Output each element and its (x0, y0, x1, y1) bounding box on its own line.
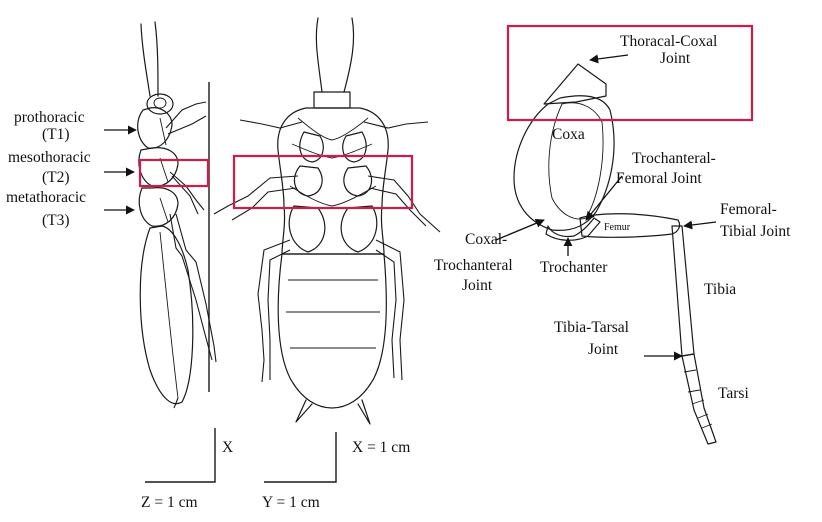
leg-detail: Femur Thoracal-Coxal Joint Coxa Trochant… (434, 24, 791, 445)
coxal-trochanteral-joint-label-3: Joint (462, 277, 493, 294)
lateral-leg (169, 213, 213, 361)
ventral-leg (369, 187, 427, 227)
lateral-segment-line (159, 117, 169, 223)
thoracal-coxal-arrow (589, 54, 629, 64)
ventral-antenna (343, 17, 355, 93)
ventral-leg (257, 239, 291, 383)
middle-legs-highlight-box (232, 154, 414, 210)
ventral-coxa (299, 131, 324, 163)
ventral-leg (267, 249, 291, 380)
ventral-leg (231, 187, 297, 221)
tarsi-label: Tarsi (718, 385, 749, 402)
thoracal-coxal-joint-label-1: Thoracal-Coxal (620, 33, 717, 50)
tibia-shape (671, 225, 695, 357)
ventral-view: X = 1 cm Y = 1 cm (213, 17, 441, 511)
t3-name-label: metathoracic (6, 189, 86, 206)
t2-code-label: (T2) (42, 169, 70, 186)
ventral-leg (239, 119, 303, 129)
lateral-leg (167, 115, 207, 135)
t3-code-label: (T3) (42, 212, 70, 229)
z-scale-bar (145, 428, 216, 483)
lateral-antenna (140, 23, 151, 97)
t2-highlight-box (138, 158, 210, 188)
trochanteral-femoral-arrow (585, 175, 623, 221)
lateral-leg (175, 213, 217, 363)
tarsi-shape (681, 353, 717, 445)
tibia-label: Tibia (704, 281, 736, 298)
femur-shape (579, 213, 681, 238)
coxal-trochanteral-joint-label-2: Trochanteral (434, 257, 513, 274)
y-scale-label: Y = 1 cm (262, 494, 320, 511)
femoral-tibial-arrow (683, 220, 717, 230)
x-1cm-scale-label: X = 1 cm (352, 439, 410, 456)
ventral-coxa (343, 165, 373, 197)
lateral-eye (153, 97, 167, 109)
ventral-head (313, 91, 351, 109)
ventral-coxa (342, 131, 367, 163)
lateral-leg (169, 171, 205, 211)
ventral-coxa (340, 205, 378, 253)
t2-name-label: mesothoracic (8, 149, 91, 166)
trochanteral-femoral-joint-label-2: Femoral Joint (616, 170, 702, 187)
trochanteral-femoral-joint-label-1: Trochanteral- (632, 150, 716, 167)
ventral-spine (357, 399, 371, 425)
trochanter-label: Trochanter (540, 259, 608, 276)
lateral-elytra-line (159, 231, 179, 399)
lateral-antenna (154, 21, 159, 97)
t1-name-label: prothoracic (14, 109, 85, 126)
ventral-antenna (315, 17, 323, 93)
ventral-leg (367, 175, 441, 233)
lateral-metathorax (138, 187, 179, 227)
ventral-leg (375, 249, 397, 379)
lateral-leg (171, 175, 199, 215)
ventral-coxa (288, 205, 326, 253)
lateral-mesothorax (138, 147, 179, 187)
coxal-trochanteral-joint-label-1: Coxal- (465, 231, 507, 248)
ventral-leg (363, 121, 429, 129)
y-scale-bar (264, 432, 337, 483)
coxa-shape (513, 95, 615, 231)
z-scale-label: Z = 1 cm (141, 494, 198, 511)
femoral-tibial-joint-label-1: Femoral- (720, 201, 777, 218)
ventral-spine (295, 399, 313, 423)
lateral-head (146, 93, 174, 115)
thoracal-coxal-highlight-box (506, 24, 754, 122)
tibia-tarsal-joint-label-1: Tibia-Tarsal (554, 319, 629, 336)
coxa-label: Coxa (552, 126, 585, 143)
tarsal-segments (683, 369, 713, 429)
lateral-leg (173, 397, 179, 409)
x-scale-label: X (222, 439, 233, 456)
lateral-view: prothoracic (T1) mesothoracic (T2) metat… (6, 21, 233, 511)
ventral-abdomen (277, 253, 387, 409)
coxal-trochanteral-arrow (495, 218, 545, 241)
ventral-sternites (289, 117, 377, 207)
lateral-abdomen (139, 225, 194, 405)
femur-label: Femur (604, 222, 631, 233)
t1-code-label: (T1) (42, 126, 70, 143)
thoracal-coxal-joint-label-2: Joint (660, 50, 691, 67)
ventral-abdomen-lines (286, 279, 380, 349)
ventral-coxa (293, 165, 323, 197)
femoral-tibial-joint-label-2: Tibial Joint (720, 223, 791, 240)
ventral-leg (375, 239, 405, 381)
lateral-leg (165, 101, 207, 129)
tibia-tarsal-joint-label-2: Joint (588, 341, 619, 358)
ventral-leg (213, 175, 299, 215)
